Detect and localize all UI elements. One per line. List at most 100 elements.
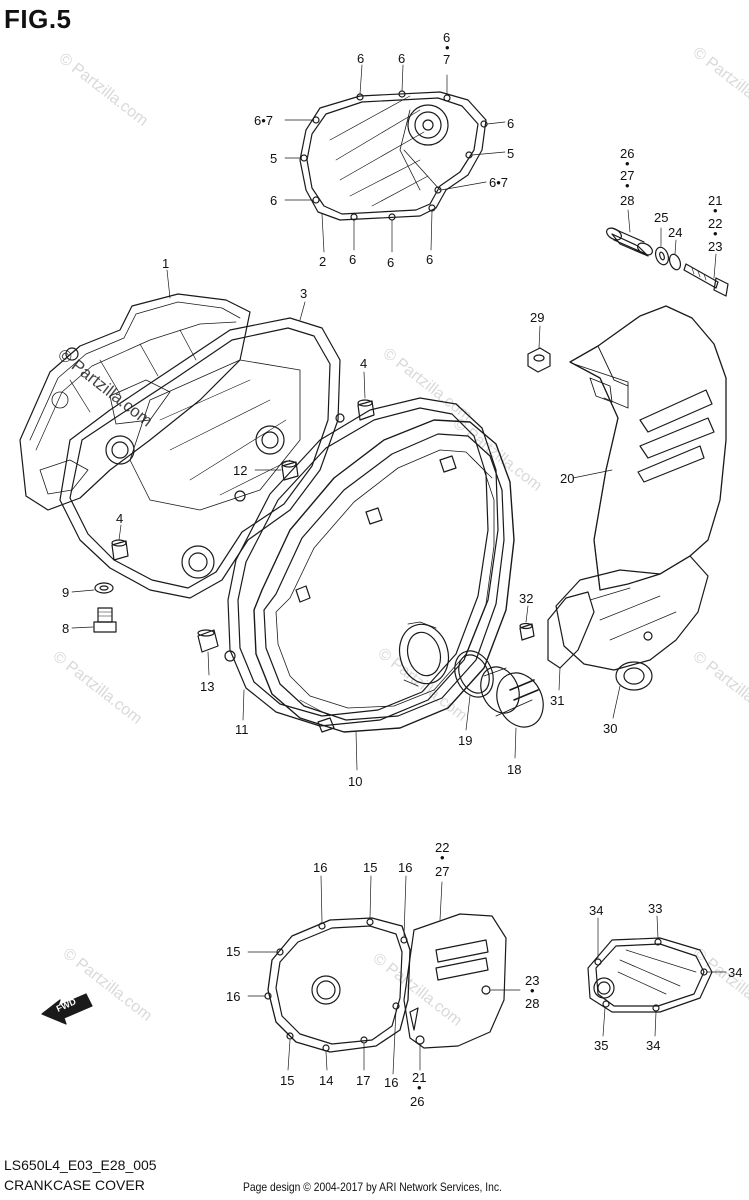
callout-26: 26: [410, 1094, 424, 1109]
dowel-pin-part-4-upper: [357, 371, 375, 421]
callout-23: 23: [708, 239, 722, 254]
callout-15: 15: [226, 944, 240, 959]
sprocket-cover-part-20: [569, 305, 727, 591]
callout-29: 29: [530, 310, 544, 325]
callout-6: 6: [443, 30, 450, 45]
gasket-part-31: [547, 591, 595, 691]
callout-16: 16: [398, 860, 412, 875]
callout-6: 6: [357, 51, 364, 66]
callout-3: 3: [300, 286, 307, 301]
callout-19: 19: [458, 733, 472, 748]
callout-28: 28: [620, 193, 634, 208]
callout-32: 32: [519, 591, 533, 606]
collar-part-28: [606, 209, 653, 257]
washer-part-9: [71, 582, 114, 594]
callout-21: 21: [708, 193, 722, 208]
callout-13: 13: [200, 679, 214, 694]
drain-plug-part-8: [71, 607, 117, 633]
generator-cover-part-14: [264, 917, 411, 1053]
crankcase-cover-part-1: [19, 293, 251, 511]
o-ring-part-19: [454, 650, 494, 731]
callout-18: 18: [507, 762, 521, 777]
callout-labels: 6 6 6 • 7 6•7 6 5 5 6•7 6 2 6 6 6 26 • 2…: [62, 30, 742, 1109]
gasket-part-2: [299, 90, 488, 221]
callout-25: 25: [654, 210, 668, 225]
leader-lines-parts-1-3: [166, 269, 306, 321]
callout-27: 27: [620, 168, 634, 183]
callout-11: 11: [235, 722, 249, 737]
callout-34: 34: [646, 1038, 660, 1053]
callout-23: 23: [525, 973, 539, 988]
callout-4: 4: [360, 356, 367, 371]
callout-34: 34: [728, 965, 742, 980]
callout-34: 34: [589, 903, 603, 918]
callout-7: 7: [443, 52, 450, 67]
callout-28: 28: [525, 996, 539, 1011]
cover-plate-part-30: [555, 555, 709, 719]
callout-31: 31: [550, 693, 564, 708]
callout-dot: •: [625, 156, 630, 171]
callout-dot: •: [445, 40, 450, 55]
callout-6: 6: [270, 193, 277, 208]
callout-dot: •: [713, 226, 718, 241]
forward-direction-arrow: FWD: [41, 993, 93, 1025]
copyright-notice: Page design © 2004-2017 by ARI Network S…: [243, 1180, 502, 1194]
callout-27: 27: [435, 864, 449, 879]
clutch-cover-part-10: [253, 419, 515, 771]
figure-code: LS650L4_E03_E28_005: [4, 1157, 157, 1173]
callout-6: 6: [349, 252, 356, 267]
callout-6: 6: [387, 255, 394, 270]
gasket-part-3: [59, 317, 341, 599]
leader-lines-small-cover: [597, 915, 727, 1037]
callout-30: 30: [603, 721, 617, 736]
callout-22: 22: [435, 840, 449, 855]
figure-name: CRANKCASE COVER: [4, 1177, 145, 1193]
cushion-part-24: [668, 239, 682, 271]
callout-21: 21: [412, 1070, 426, 1085]
callout-33: 33: [648, 901, 662, 916]
leader-lines-part-2: [284, 64, 506, 253]
callout-15: 15: [280, 1073, 294, 1088]
callout-6: 6: [398, 51, 405, 66]
callout-12: 12: [233, 463, 247, 478]
callout-16: 16: [226, 989, 240, 1004]
callout-dot: •: [713, 203, 718, 218]
gasket-part-11: [224, 397, 499, 727]
dowel-part-32: [519, 605, 535, 641]
small-cover-part-33: [587, 937, 713, 1013]
callout-5: 5: [270, 151, 277, 166]
callout-35: 35: [594, 1038, 608, 1053]
callout-dot: •: [530, 983, 535, 998]
callout-14: 14: [319, 1073, 333, 1088]
callout-6-7: 6•7: [254, 113, 273, 128]
callout-4: 4: [116, 511, 123, 526]
callout-1: 1: [162, 256, 169, 271]
callout-dot: •: [417, 1080, 422, 1095]
callout-10: 10: [348, 774, 362, 789]
callout-16: 16: [313, 860, 327, 875]
callout-16: 16: [384, 1075, 398, 1090]
callout-24: 24: [668, 225, 682, 240]
leader-lines-bottom: [247, 875, 521, 1075]
callout-5: 5: [507, 146, 514, 161]
callout-dot: •: [440, 850, 445, 865]
callout-22: 22: [708, 216, 722, 231]
figure-title: FIG.5: [4, 4, 72, 34]
callout-20: 20: [560, 471, 574, 486]
nut-part-29: [527, 325, 551, 373]
dowel-pin-part-12: [254, 460, 299, 481]
callout-dot: •: [625, 178, 630, 193]
callout-6: 6: [507, 116, 514, 131]
callout-6: 6: [426, 252, 433, 267]
filler-cap-part-18: [480, 666, 544, 759]
callout-6-7: 6•7: [489, 175, 508, 190]
dowel-part-13: [197, 629, 219, 676]
washer-part-25: [654, 227, 670, 266]
callout-2: 2: [319, 254, 326, 269]
callout-15: 15: [363, 860, 377, 875]
sprocket-cover-part-22: [403, 913, 507, 1049]
callout-17: 17: [356, 1073, 370, 1088]
callout-8: 8: [62, 621, 69, 636]
